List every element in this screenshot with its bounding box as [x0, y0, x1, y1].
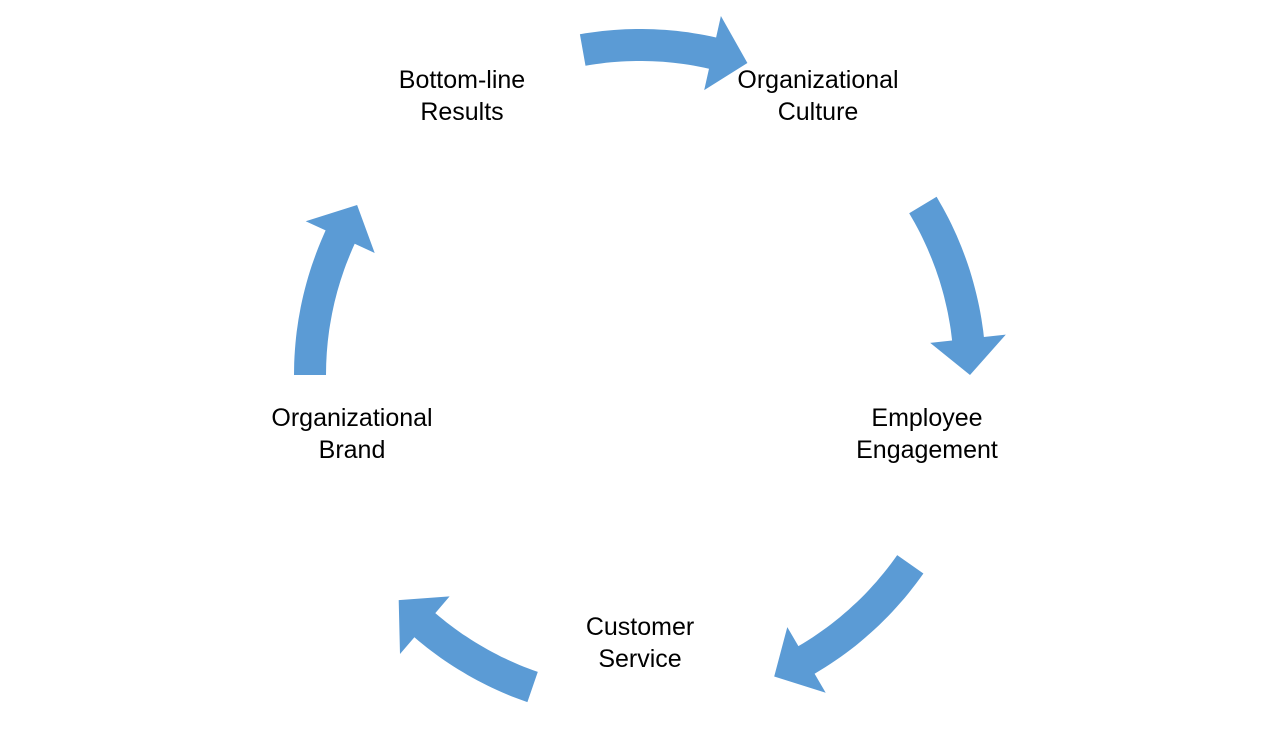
- arrow-service-to-brand: [398, 596, 538, 703]
- node-label-culture-line-2: Culture: [777, 98, 859, 126]
- node-label-culture-line-1: Organizational: [737, 66, 899, 94]
- node-label-service-line-2: Service: [598, 645, 682, 673]
- node-label-engagement-line-1: Employee: [871, 404, 983, 432]
- arrow-brand-to-results: [294, 205, 375, 375]
- arrow-culture-to-engagement: [909, 196, 1006, 375]
- node-label-brand-line-2: Brand: [318, 436, 386, 464]
- node-label-service: Customer Service: [510, 611, 770, 675]
- arrow-layer: [294, 16, 1006, 703]
- node-label-brand-line-1: Organizational: [271, 404, 433, 432]
- node-label-results-line-1: Bottom-line: [398, 66, 526, 94]
- arrow-results-to-culture: [579, 16, 748, 91]
- node-label-brand: Organizational Brand: [222, 402, 482, 466]
- node-label-engagement: Employee Engagement: [797, 402, 1057, 466]
- node-label-service-line-1: Customer: [585, 613, 695, 641]
- node-label-results-line-2: Results: [420, 98, 504, 126]
- node-label-culture: Organizational Culture: [688, 64, 948, 128]
- node-label-engagement-line-2: Engagement: [856, 436, 998, 464]
- arrow-engagement-to-service: [774, 555, 924, 693]
- node-label-results: Bottom-line Results: [332, 64, 592, 128]
